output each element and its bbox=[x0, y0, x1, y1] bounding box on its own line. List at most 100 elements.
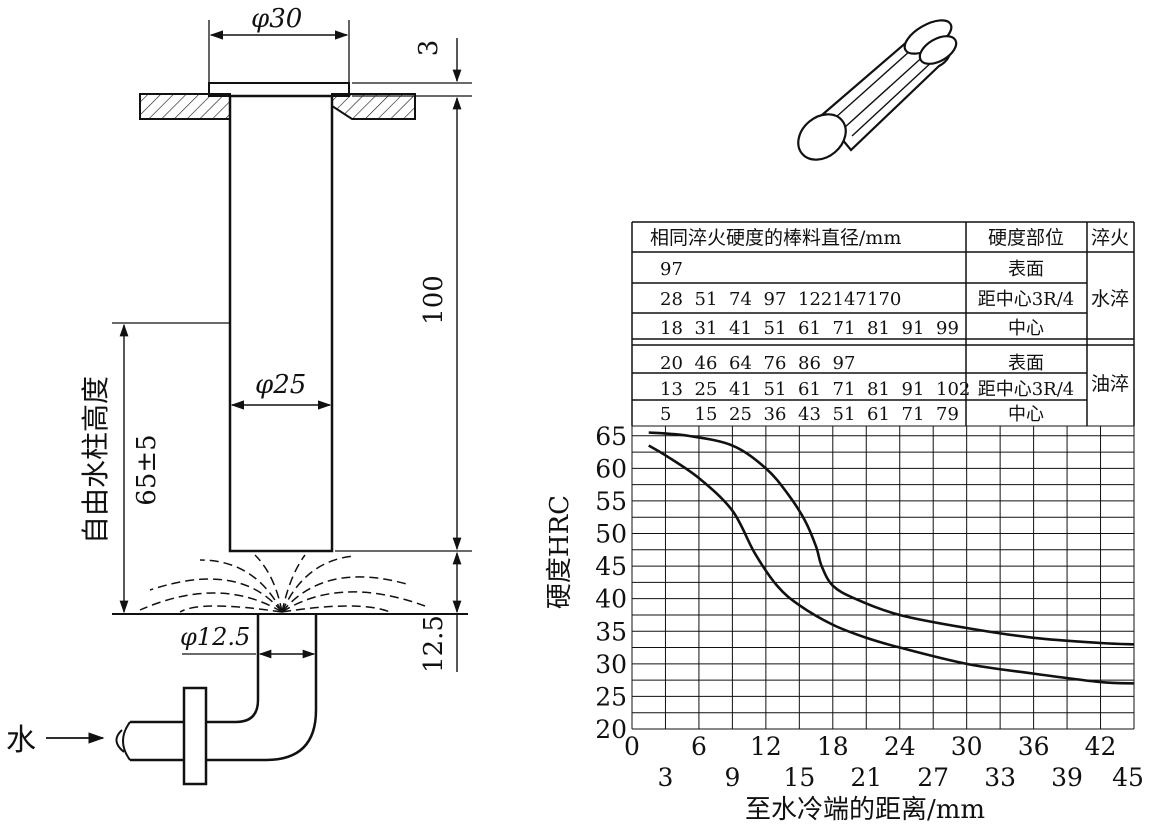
chart-x-tick-label: 45 bbox=[1112, 763, 1144, 792]
chart-x-tick-label: 33 bbox=[984, 763, 1016, 792]
table-cell-diameter: 74 bbox=[729, 289, 752, 310]
chart-x-tick-label: 12 bbox=[750, 732, 782, 761]
table-cell-diameter: 86 bbox=[798, 353, 821, 374]
table-cell-position: 中心 bbox=[1008, 318, 1044, 339]
chart-y-tick-label: 45 bbox=[595, 552, 627, 581]
dim-length: 100 bbox=[419, 275, 449, 325]
table-cell-diameter: 41 bbox=[729, 318, 752, 339]
table-cell-diameter: 61 bbox=[798, 318, 821, 339]
chart-y-tick-label: 25 bbox=[595, 682, 627, 711]
chart-y-tick-label: 30 bbox=[595, 650, 627, 679]
jominy-apparatus: 水 φ30 3 100 12.5 φ25 65±5 自由水柱高度 φ12.5 bbox=[6, 4, 472, 786]
table-cell-diameter: 81 bbox=[867, 318, 890, 339]
table-cell-diameter: 97 bbox=[660, 259, 683, 280]
chart-x-tick-label: 24 bbox=[884, 732, 916, 761]
table-cell-diameter: 28 bbox=[660, 289, 683, 310]
chart-y-ticks: 65 60 55 50 45 40 35 30 25 20 bbox=[595, 422, 627, 744]
table-cell-diameter: 51 bbox=[764, 318, 787, 339]
chart-x-tick-label: 9 bbox=[724, 763, 740, 792]
table-cell-diameter: 122 bbox=[798, 289, 832, 310]
chart-x-tick-label: 0 bbox=[624, 732, 640, 761]
table-row: 97 bbox=[660, 259, 683, 280]
table-cell-diameter: 97 bbox=[833, 353, 856, 374]
table-cell-diameter: 36 bbox=[764, 404, 787, 425]
chart-y-tick-label: 60 bbox=[595, 454, 627, 483]
table-cell-diameter: 97 bbox=[764, 289, 787, 310]
dim-body-diameter: φ25 bbox=[255, 370, 306, 400]
table-cell-diameter: 81 bbox=[867, 379, 890, 400]
table-quench-water: 水淬 bbox=[1091, 288, 1129, 310]
table-cell-diameter: 147 bbox=[833, 289, 867, 310]
table-cell-diameter: 91 bbox=[902, 318, 925, 339]
chart-x-tick-label: 39 bbox=[1051, 763, 1083, 792]
table-cell-diameter: 71 bbox=[902, 404, 925, 425]
table-cell-diameter: 91 bbox=[902, 379, 925, 400]
table-cell-diameter: 102 bbox=[936, 379, 970, 400]
table-cell-diameter: 43 bbox=[798, 404, 821, 425]
fixture-right bbox=[331, 93, 416, 120]
dim-water-height: 65±5 bbox=[132, 434, 162, 505]
chart-y-tick-label: 20 bbox=[595, 715, 627, 744]
table-cell-position: 表面 bbox=[1008, 353, 1044, 374]
chart-x-tick-label: 21 bbox=[850, 763, 882, 792]
table-cell-position: 距中心3R/4 bbox=[978, 289, 1075, 310]
chart-y-tick-label: 55 bbox=[595, 487, 627, 516]
chart-x-tick-label: 18 bbox=[817, 732, 849, 761]
table-cell-diameter: 51 bbox=[695, 289, 718, 310]
dim-top-diameter: φ30 bbox=[251, 4, 302, 34]
table-row: 20 46 64 76 86 97 bbox=[660, 353, 855, 374]
chart-x-tick-label: 27 bbox=[917, 763, 949, 792]
table-cell-diameter: 46 bbox=[695, 353, 718, 374]
table-cell-diameter: 13 bbox=[660, 379, 683, 400]
table-cell-diameter: 76 bbox=[764, 353, 787, 374]
specimen-body bbox=[228, 94, 334, 553]
chart-curve-lower bbox=[648, 444, 1135, 685]
table-cell-diameter: 71 bbox=[833, 318, 856, 339]
chart-y-tick-label: 40 bbox=[595, 585, 627, 614]
pipe-outer-wall bbox=[130, 614, 318, 762]
dim-top-thickness: 3 bbox=[414, 40, 444, 57]
water-spray bbox=[139, 554, 426, 613]
table-cell-diameter: 61 bbox=[798, 379, 821, 400]
table-cell-position: 距中心3R/4 bbox=[978, 379, 1075, 400]
chart-x-tick-label: 42 bbox=[1085, 732, 1117, 761]
chart-y-tick-label: 50 bbox=[595, 520, 627, 549]
table-cell-diameter: 41 bbox=[729, 379, 752, 400]
table-cell-position: 表面 bbox=[1008, 259, 1044, 280]
chart-x-tick-label: 30 bbox=[951, 732, 983, 761]
pipe-inner-wall bbox=[130, 614, 260, 724]
table-cell-diameter: 79 bbox=[936, 404, 959, 425]
water-label: 水 bbox=[6, 723, 36, 758]
pipe-break bbox=[115, 721, 131, 761]
table-cell-diameter: 71 bbox=[833, 379, 856, 400]
table-header-diameter: 相同淬火硬度的棒料直径/mm bbox=[650, 227, 901, 249]
table-cell-diameter: 170 bbox=[867, 289, 901, 310]
table-cell-diameter: 20 bbox=[660, 353, 683, 374]
table-cell-diameter: 18 bbox=[660, 318, 683, 339]
table-cell-diameter: 64 bbox=[729, 353, 752, 374]
chart-y-tick-label: 65 bbox=[595, 422, 627, 451]
specimen-sketch bbox=[797, 19, 958, 161]
chart-x-tick-label: 36 bbox=[1018, 732, 1050, 761]
chart-x-tick-label: 15 bbox=[783, 763, 815, 792]
chart-x-tick-label: 6 bbox=[691, 732, 707, 761]
chart-series bbox=[648, 431, 1135, 685]
chart-x-tick-label: 3 bbox=[658, 763, 674, 792]
fixture-left bbox=[139, 93, 231, 120]
table-cell-diameter: 25 bbox=[695, 379, 718, 400]
chart-ylabel: 硬度HRC bbox=[545, 495, 575, 609]
chart-y-tick-label: 35 bbox=[595, 617, 627, 646]
table-cell-diameter: 99 bbox=[936, 318, 959, 339]
table-cell-diameter: 5 bbox=[660, 404, 671, 425]
table-cell-diameter: 15 bbox=[695, 404, 718, 425]
